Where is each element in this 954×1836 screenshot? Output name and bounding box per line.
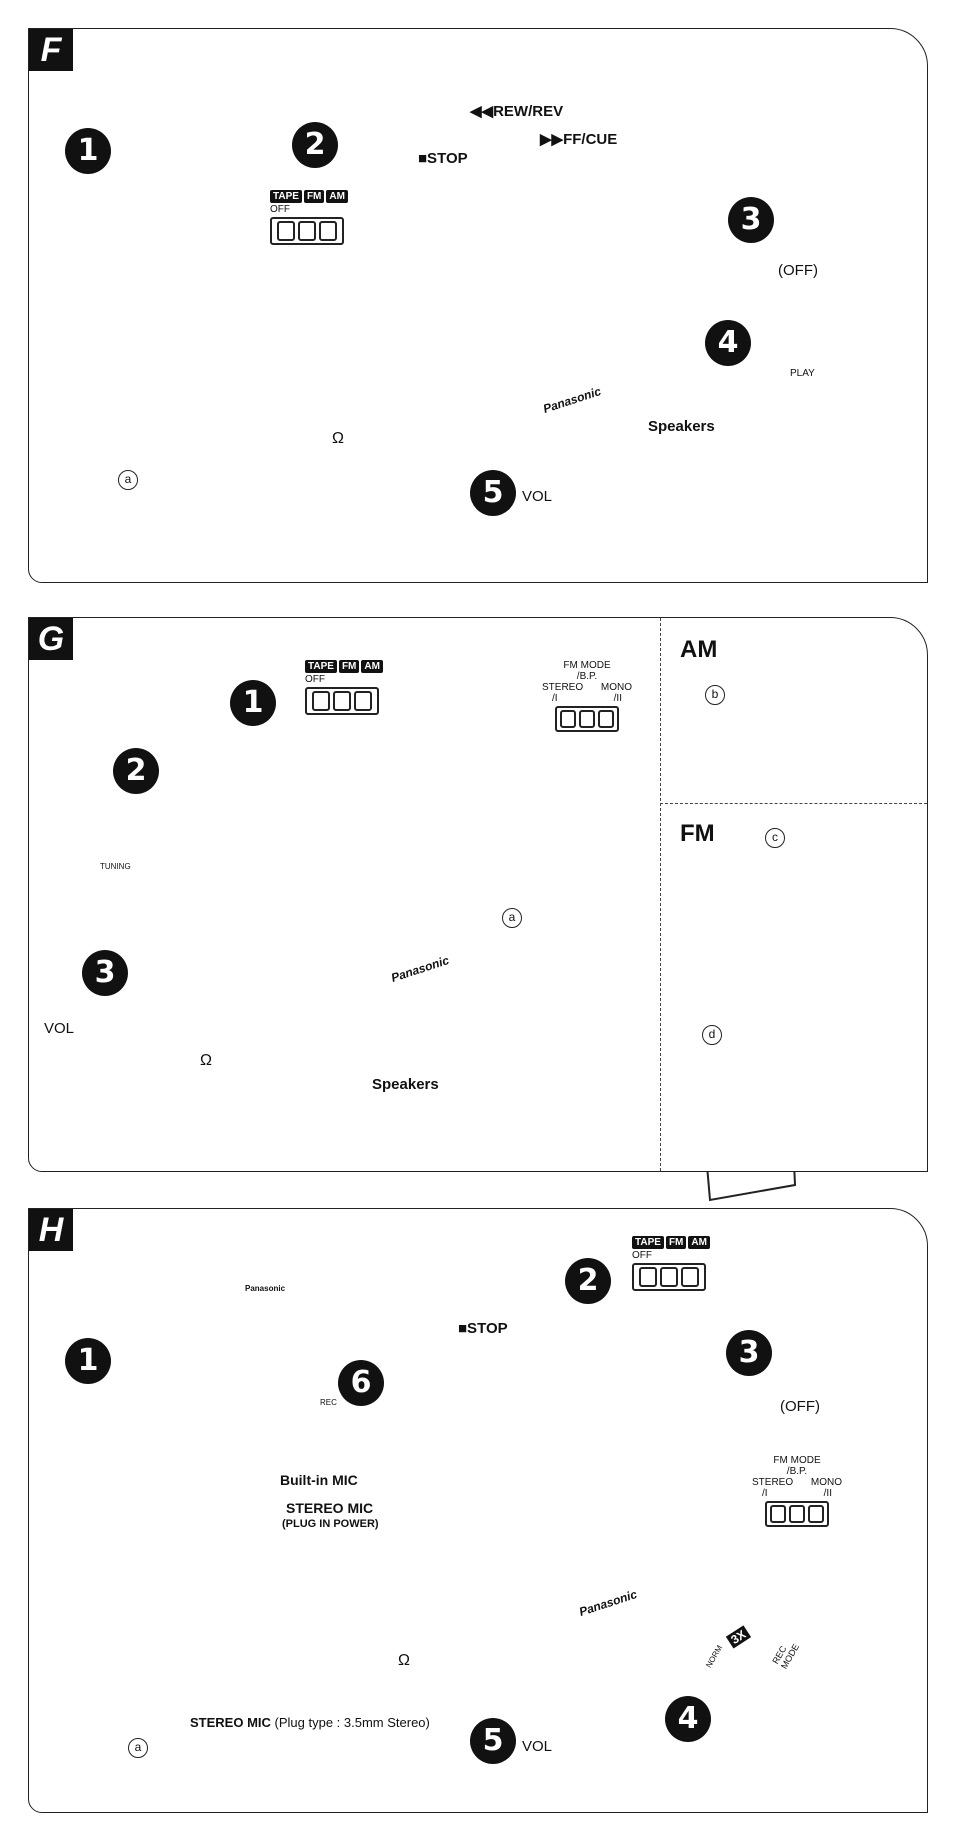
- speakers-label-f: Speakers: [648, 418, 715, 435]
- stereo-sub-label: /I: [552, 693, 558, 704]
- switch-body: [305, 687, 379, 715]
- panel-f-step-4: 4: [705, 320, 751, 366]
- tag-fm: FM: [303, 190, 325, 203]
- panel-f-letter: F: [29, 29, 73, 71]
- stop-label-h: ■STOP: [458, 1320, 508, 1337]
- headphone-icon-g: Ω: [200, 1052, 212, 1069]
- stereo-mic-caption: STEREO MIC (Plug type : 3.5mm Stereo): [190, 1715, 430, 1730]
- switch-off-label: OFF: [305, 674, 325, 685]
- panel-h-step-6: 6: [338, 1360, 384, 1406]
- panel-h-step-4: 4: [665, 1696, 711, 1742]
- speakers-label-g: Speakers: [372, 1076, 439, 1093]
- panel-f-step-2: 2: [292, 122, 338, 168]
- tag-fm: FM: [665, 1236, 687, 1249]
- fm-mode-switch-g: FM MODE /B.P. STEREO MONO /I /II: [542, 660, 632, 734]
- divider-vertical-g: [660, 618, 661, 1171]
- tuning-label-g: TUNING: [100, 862, 131, 871]
- function-switch-g: TAPE FM AM OFF: [305, 660, 383, 715]
- fm-heading: FM: [680, 820, 715, 847]
- fm-mode-label: FM MODE: [773, 1455, 821, 1466]
- vol-label-g: VOL: [44, 1020, 75, 1037]
- play-label-f: PLAY: [790, 368, 815, 379]
- panel-g-step-3: 3: [82, 950, 128, 996]
- tag-tape: TAPE: [305, 660, 337, 673]
- builtin-mic-label: Built-in MIC: [280, 1472, 358, 1488]
- mono-sub-label: /II: [823, 1488, 832, 1499]
- panel-h-letter: H: [29, 1209, 73, 1251]
- fm-mode-bp-label: /B.P.: [786, 1466, 808, 1477]
- stereo-mic-caption-bold: STEREO MIC: [190, 1715, 271, 1730]
- tag-fm: FM: [338, 660, 360, 673]
- mic-brand-label: Panasonic: [245, 1284, 286, 1293]
- panel-f-step-5: 5: [470, 470, 516, 516]
- panel-g-letter: G: [29, 618, 73, 660]
- ff-label-f: ▶▶FF/CUE: [540, 131, 618, 148]
- panel-h-step-3: 3: [726, 1330, 772, 1376]
- divider-horizontal-g: [660, 803, 927, 804]
- fm-mode-label: FM MODE: [563, 660, 611, 671]
- callout-a-g: a: [502, 908, 522, 928]
- panel-f-step-1: 1: [65, 128, 111, 174]
- panel-h: H: [28, 1208, 928, 1813]
- function-switch-h: TAPE FM AM OFF: [632, 1236, 710, 1291]
- stereo-sub-label: /I: [762, 1488, 768, 1499]
- mono-label: MONO: [810, 1477, 842, 1488]
- panel-g-step-2: 2: [113, 748, 159, 794]
- tag-am: AM: [326, 190, 348, 203]
- callout-b-g: b: [705, 685, 725, 705]
- tag-tape: TAPE: [632, 1236, 664, 1249]
- rec-label-h: REC: [320, 1398, 337, 1407]
- fm-mode-bp-label: /B.P.: [576, 671, 598, 682]
- stereo-mic-label: STEREO MIC: [286, 1500, 374, 1516]
- rew-label-f: ◀◀REW/REV: [470, 103, 564, 120]
- fm-mode-switch-h: FM MODE /B.P. STEREO MONO /I /II: [752, 1455, 842, 1529]
- stop-label-f: ■STOP: [418, 150, 468, 167]
- callout-c-g: c: [765, 828, 785, 848]
- tag-tape: TAPE: [270, 190, 302, 203]
- panel-h-step-5: 5: [470, 1718, 516, 1764]
- panel-h-step-1: 1: [65, 1338, 111, 1384]
- function-switch-f: TAPE FM AM OFF: [270, 190, 348, 245]
- tag-am: AM: [688, 1236, 710, 1249]
- off-label-h: (OFF): [780, 1398, 820, 1415]
- callout-d-g: d: [702, 1025, 722, 1045]
- panel-g-step-1: 1: [230, 680, 276, 726]
- stereo-label: STEREO: [752, 1477, 794, 1488]
- callout-a-f: a: [118, 470, 138, 490]
- stereo-label: STEREO: [542, 682, 584, 693]
- switch-off-label: OFF: [632, 1250, 652, 1261]
- headphone-icon-h: Ω: [398, 1652, 410, 1669]
- switch-off-label: OFF: [270, 204, 290, 215]
- plug-in-power-label: (PLUG IN POWER): [282, 1518, 379, 1530]
- mono-sub-label: /II: [613, 693, 622, 704]
- off-label-f: (OFF): [778, 262, 818, 279]
- callout-a-h: a: [128, 1738, 148, 1758]
- headphone-icon-f: Ω: [332, 430, 344, 447]
- stereo-mic-caption-rest: (Plug type : 3.5mm Stereo): [270, 1715, 430, 1730]
- switch-body: [270, 217, 344, 245]
- panel-f-step-3: 3: [728, 197, 774, 243]
- switch-body: [632, 1263, 706, 1291]
- vol-label-h: VOL: [522, 1738, 553, 1755]
- mono-label: MONO: [600, 682, 632, 693]
- panel-g: G: [28, 617, 928, 1172]
- panel-h-step-2: 2: [565, 1258, 611, 1304]
- am-heading: AM: [680, 636, 718, 663]
- vol-label-f: VOL: [522, 488, 553, 505]
- tag-am: AM: [361, 660, 383, 673]
